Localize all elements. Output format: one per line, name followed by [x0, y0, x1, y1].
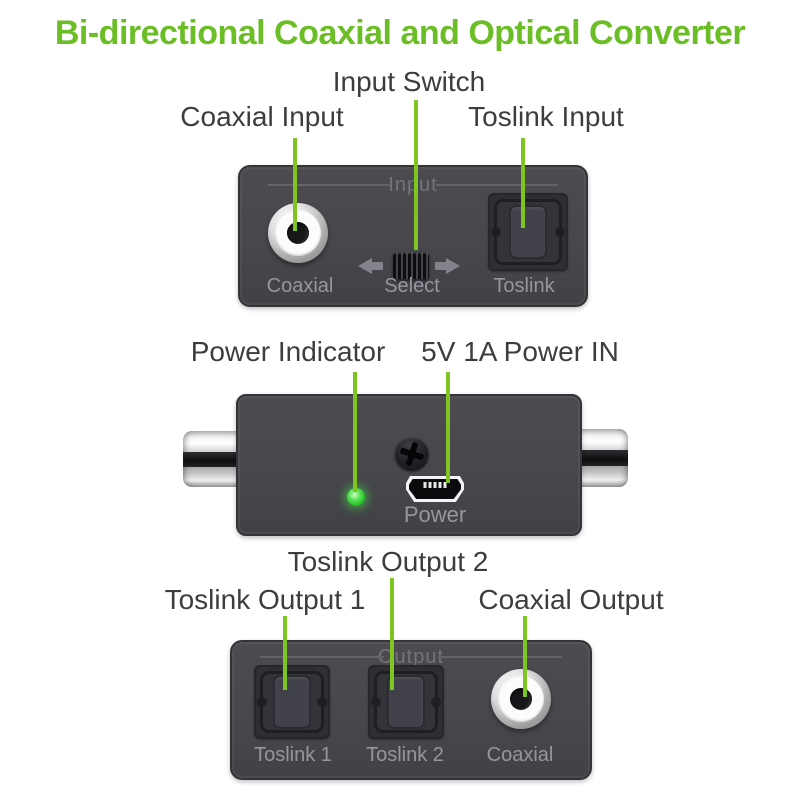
leader-line-power-indicator: [353, 372, 357, 492]
power-panel: Power: [236, 394, 582, 536]
header-rule-left: [268, 184, 390, 186]
input-select-label: Select: [384, 275, 440, 297]
coaxial-port-hole: [510, 688, 532, 710]
left-plug-band: [183, 452, 238, 467]
input-select-switch: [393, 253, 429, 279]
left-arrow-head: [358, 258, 372, 274]
callout-power-indicator: Power Indicator: [190, 336, 386, 367]
callout-toslink-output-1: Toslink Output 1: [164, 584, 366, 615]
power-port-label: Power: [403, 502, 467, 527]
right-plug-band: [576, 450, 628, 466]
leader-line-coaxial-input: [293, 138, 297, 231]
toslink-notch-left: [371, 697, 381, 707]
page-title: Bi-directional Coaxial and Optical Conve…: [54, 14, 746, 52]
input-toslink-label: Toslink: [493, 275, 555, 297]
screw-icon: [390, 432, 434, 476]
callout-power-in: 5V 1A Power IN: [421, 336, 619, 367]
toslink-flap: [273, 675, 311, 729]
right-rca-plug: [576, 429, 628, 487]
header-rule-left: [260, 656, 384, 658]
callout-coaxial-input: Coaxial Input: [180, 101, 344, 132]
leader-line-toslink-input: [521, 138, 525, 228]
coaxial-input-port: [268, 203, 328, 263]
usb-pin: [443, 482, 447, 488]
callout-toslink-output-2: Toslink Output 2: [287, 546, 489, 577]
toslink-notch-left: [491, 227, 501, 237]
input-panel-header: Input: [388, 174, 438, 196]
micro-usb-port: [406, 476, 464, 502]
right-arrow-icon: [434, 258, 460, 274]
power-led-indicator: [347, 488, 365, 506]
left-arrow-icon: [358, 258, 384, 274]
toslink-input-port: [488, 193, 568, 271]
toslink-notch-left: [257, 697, 267, 707]
usb-pin: [423, 482, 427, 488]
usb-pins: [423, 482, 447, 488]
usb-pin: [433, 482, 437, 488]
leader-line-power-in: [446, 372, 450, 483]
output-toslink2-label: Toslink 2: [366, 744, 444, 766]
right-arrow-head: [446, 258, 460, 274]
usb-pin: [428, 482, 432, 488]
callout-input-switch: Input Switch: [332, 66, 486, 97]
toslink-output-1-port: [254, 665, 330, 739]
input-coaxial-label: Coaxial: [266, 275, 334, 297]
leader-line-coaxial-output: [523, 616, 527, 697]
coaxial-port-hole: [287, 222, 309, 244]
right-arrow-bar: [435, 262, 448, 270]
output-toslink1-label: Toslink 1: [254, 744, 332, 766]
leader-line-toslink-output-1: [283, 616, 287, 690]
toslink-flap: [509, 205, 547, 259]
toslink-notch-right: [431, 697, 441, 707]
leader-line-toslink-output-2: [390, 578, 394, 690]
output-panel: Output Toslink 1 Toslink 2 Coaxial: [230, 640, 592, 780]
header-rule-right: [436, 184, 558, 186]
output-coaxial-label: Coaxial: [486, 744, 554, 766]
callout-toslink-input: Toslink Input: [468, 101, 624, 132]
callout-coaxial-output: Coaxial Output: [478, 584, 664, 615]
leader-line-input-switch: [414, 100, 418, 250]
toslink-flap: [387, 675, 425, 729]
toslink-notch-right: [555, 227, 565, 237]
coaxial-output-port: [491, 669, 551, 729]
output-panel-header: Output: [377, 646, 445, 668]
header-rule-right: [438, 656, 562, 658]
toslink-notch-right: [317, 697, 327, 707]
usb-pin: [438, 482, 442, 488]
usb-cavity: [409, 479, 461, 499]
left-rca-plug: [183, 431, 238, 487]
input-panel: Input Coaxial Select Toslink: [238, 165, 588, 307]
toslink-output-2-port: [368, 665, 444, 739]
left-arrow-bar: [370, 262, 383, 270]
